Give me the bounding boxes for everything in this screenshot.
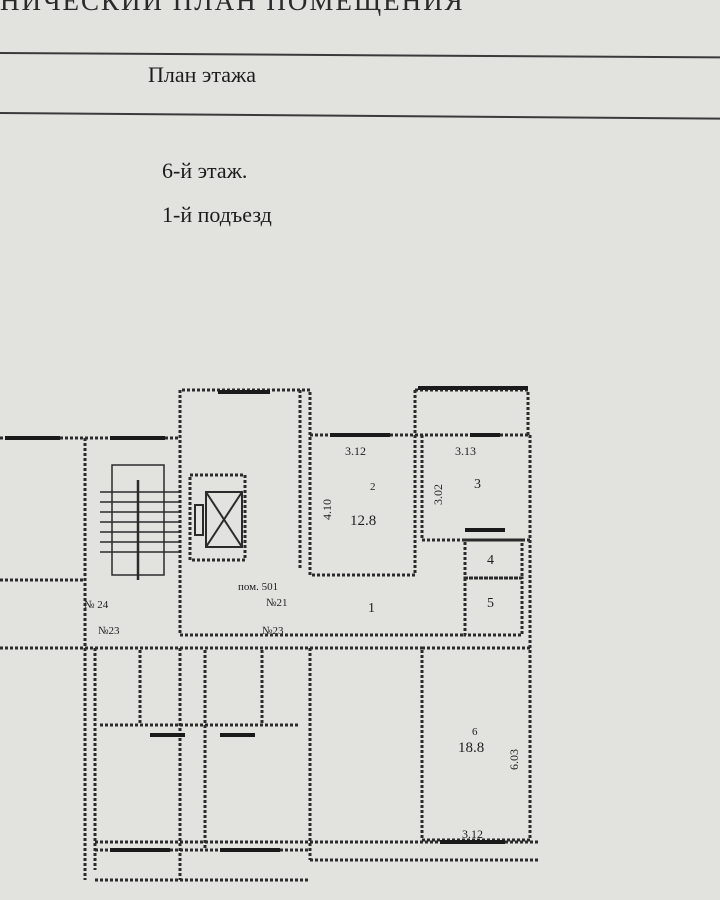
room-labels: 3.12 4.10 2 12.8 3.13 3.02 3 4 5 1 6 18.… [84,444,521,841]
stairs-icon [100,464,180,580]
room-6-number: 6 [472,726,478,738]
apartment-far-left-label: № 24 [84,599,109,611]
room-3-length: 3.02 [431,484,445,505]
room-6-area: 18.8 [458,740,484,756]
room-2-number: 2 [370,481,376,493]
section-title: План этажа [148,62,256,87]
room-2-width: 3.12 [345,444,366,458]
elevator-icon [194,491,243,548]
apartment-label: №21 [266,597,288,609]
entrance-label: 1-й подъезд [162,202,272,227]
plan-windows [5,386,528,852]
room-1-number: 1 [368,601,375,616]
document-title: НИЧЕСКИЙ ПЛАН ПОМЕЩЕНИЯ [0,0,465,16]
title-rule [0,52,720,59]
floor-plan: 3.12 4.10 2 12.8 3.13 3.02 3 4 5 1 6 18.… [0,386,540,882]
room-2-area: 12.8 [350,513,376,529]
room-6-width: 3.12 [462,827,483,841]
room-3-width: 3.13 [455,444,476,458]
room-5-number: 5 [487,596,494,611]
room-4-number: 4 [487,553,494,568]
floor-label: 6-й этаж. [162,158,248,183]
room-2-length: 4.10 [320,499,334,520]
section-rule [0,112,720,120]
apartment-left-label: №23 [98,625,120,637]
room-6-length: 6.03 [507,749,521,770]
apartment-right-label: №23 [262,625,284,637]
premises-label: пом. 501 [238,581,278,593]
room-3-number: 3 [474,477,481,492]
